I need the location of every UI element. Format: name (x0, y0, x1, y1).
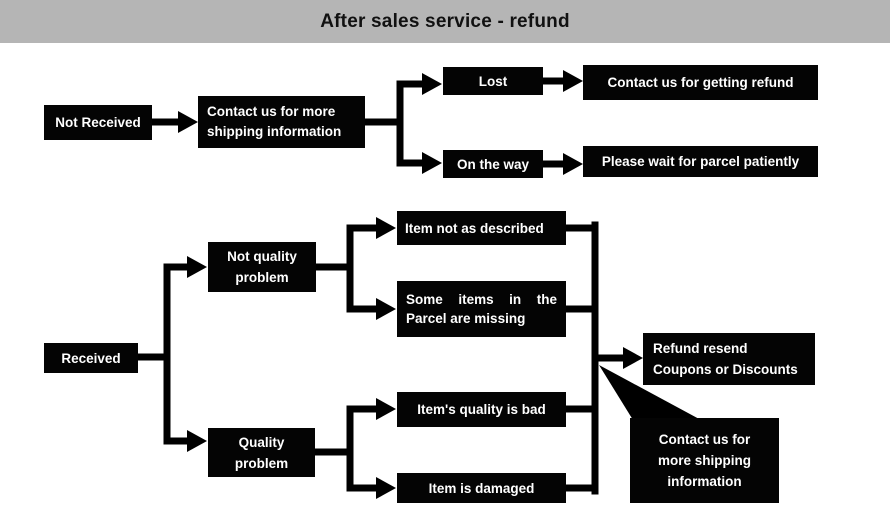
title-bar: After sales service - refund (0, 0, 890, 43)
arrow-to-refund-resend (623, 347, 643, 369)
flow-lines (134, 77, 629, 495)
arrow-to-contact-refund (563, 70, 583, 92)
node-not-quality-problem: Not quality problem (208, 242, 316, 292)
node-received: Received (44, 343, 138, 373)
node-some-items-missing: Some items in the Parcel are missing (397, 281, 566, 337)
arrow-to-item-damaged (376, 477, 396, 499)
node-contact-us-shipping-info: Contact us for more shipping information (198, 96, 365, 148)
arrow-to-lost (422, 73, 442, 95)
callout-pointer (599, 365, 701, 420)
node-callout-contact-us: Contact us for more shipping information (630, 418, 779, 503)
node-item-quality-bad: Item's quality is bad (397, 392, 566, 427)
node-not-received: Not Received (44, 105, 152, 140)
node-please-wait: Please wait for parcel patiently (583, 146, 818, 177)
arrow-to-please-wait (563, 153, 583, 175)
node-refund-resend-coupons: Refund resend Coupons or Discounts (643, 333, 815, 385)
node-lost: Lost (443, 67, 543, 95)
arrow-to-quality-bad (376, 398, 396, 420)
arrow-to-on-the-way (422, 152, 442, 174)
arrowheads (178, 70, 701, 499)
arrow-to-quality (187, 430, 207, 452)
node-on-the-way: On the way (443, 150, 543, 178)
arrow-to-item-not-described (376, 217, 396, 239)
page-title: After sales service - refund (320, 10, 570, 32)
node-contact-us-refund: Contact us for getting refund (583, 65, 818, 100)
node-item-is-damaged: Item is damaged (397, 473, 566, 503)
node-item-not-as-described: Item not as described (397, 211, 566, 245)
node-quality-problem: Quality problem (208, 428, 315, 477)
arrow-to-some-items (376, 298, 396, 320)
arrow-to-not-quality (187, 256, 207, 278)
arrow-to-contact-shipping (178, 111, 198, 133)
